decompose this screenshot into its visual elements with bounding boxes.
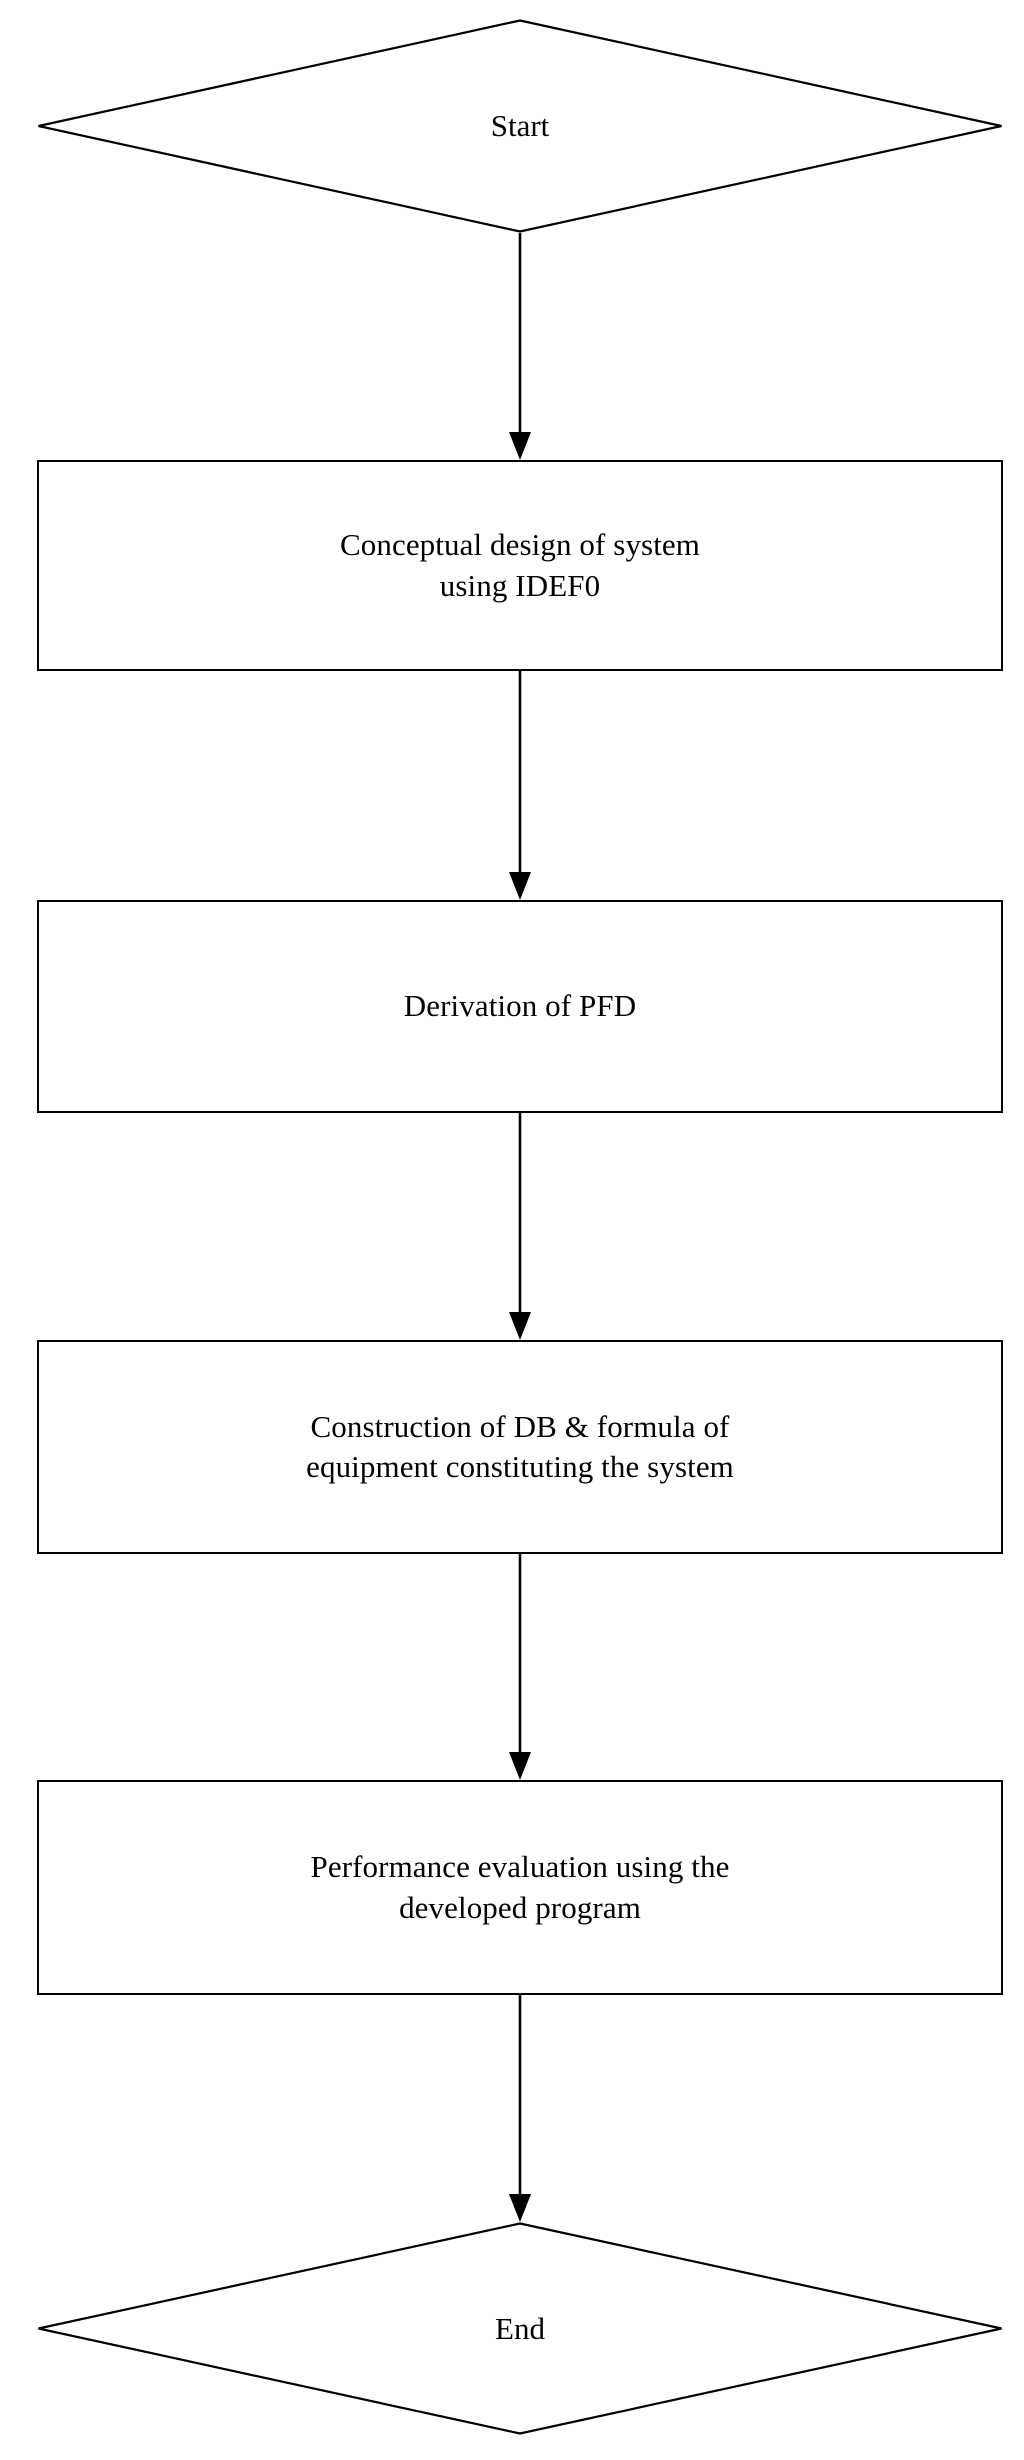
flowchart-edge-conceptual-design-to-derivation-of-pfd (509, 671, 531, 901)
flowchart-node-start-label: Start (490, 108, 550, 143)
down-arrow-icon (509, 671, 531, 900)
down-arrow-icon (509, 233, 531, 460)
flowchart-node-construction-of-db-label: Construction of DB & formula of equipmen… (306, 1408, 734, 1484)
flowchart-edge-construction-of-db-to-performance-evaluation (509, 1554, 531, 1781)
flowchart-node-construction-of-db: Construction of DB & formula of equipmen… (37, 1340, 1003, 1554)
flowchart-edge-performance-evaluation-to-end (509, 1995, 531, 2223)
down-arrow-icon (509, 1995, 531, 2222)
flowchart-edge-derivation-of-pfd-to-construction-of-db (509, 1113, 531, 1341)
diamond-shape-start (38, 19, 1002, 233)
flowchart-node-end: End (37, 2222, 1003, 2435)
flowchart-node-performance-evaluation: Performance evaluation using the develop… (37, 1780, 1003, 1995)
flowchart-node-derivation-of-pfd-label: Derivation of PFD (403, 988, 637, 1024)
diamond-shape-end (38, 2222, 1002, 2435)
flowchart-node-performance-evaluation-label: Performance evaluation using the develop… (310, 1849, 730, 1925)
flowchart-node-end-label: End (495, 2311, 545, 2346)
flowchart-node-start: Start (37, 19, 1003, 233)
flowchart-node-conceptual-design: Conceptual design of system using IDEF0 (37, 460, 1003, 671)
down-arrow-icon (509, 1113, 531, 1340)
flowchart-edge-start-to-conceptual-design (509, 233, 531, 461)
flowchart-node-derivation-of-pfd: Derivation of PFD (37, 900, 1003, 1113)
down-arrow-icon (509, 1554, 531, 1780)
flowchart-node-conceptual-design-label: Conceptual design of system using IDEF0 (339, 527, 700, 603)
